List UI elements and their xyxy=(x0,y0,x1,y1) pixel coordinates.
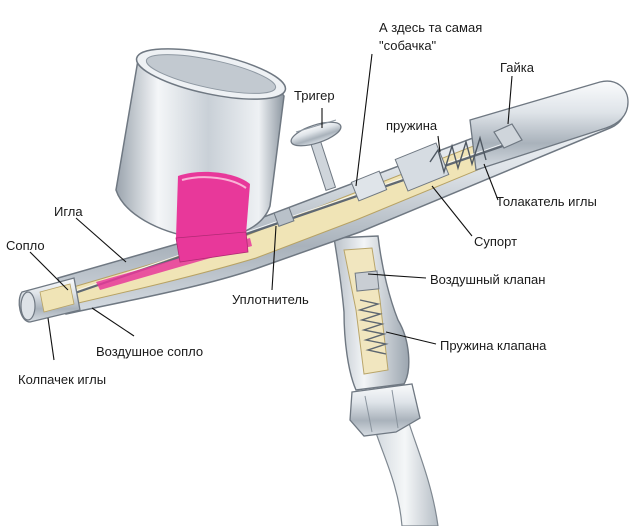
seal xyxy=(273,207,295,227)
needle-label: Игла xyxy=(54,204,83,219)
cup-paint xyxy=(176,171,250,245)
air-hose xyxy=(371,419,439,526)
valve-spring-label: Пружина клапана xyxy=(440,338,547,353)
needle-pusher xyxy=(350,170,388,202)
rear-tube xyxy=(469,80,629,171)
dog-label-line1: А здесь та самая xyxy=(379,20,483,35)
dog-label-line2: "собачка" xyxy=(379,38,437,53)
spring-label: пружина xyxy=(386,118,438,133)
trigger-label: Тригер xyxy=(294,88,335,103)
nut-label: Гайка xyxy=(500,60,535,75)
needle-nut xyxy=(493,123,523,149)
valve-spring xyxy=(357,299,389,355)
needle-cap xyxy=(20,291,36,321)
seal-label: Уплотнитель xyxy=(232,292,309,307)
hose-coupling-nut xyxy=(349,383,421,437)
leader-lines xyxy=(29,53,513,361)
trigger-button xyxy=(290,121,342,147)
support-label: Супорт xyxy=(474,234,518,249)
air-nozzle-label: Воздушное сопло xyxy=(96,344,204,359)
main-spring xyxy=(429,135,487,175)
needle-cap-label: Колпачек иглы xyxy=(18,372,107,387)
air-valve-label: Воздушный клапан xyxy=(430,272,546,287)
needle-pusher-label: Толакатель иглы xyxy=(496,194,597,209)
nozzle-label: Сопло xyxy=(6,238,45,253)
trigger-stem xyxy=(309,139,337,191)
